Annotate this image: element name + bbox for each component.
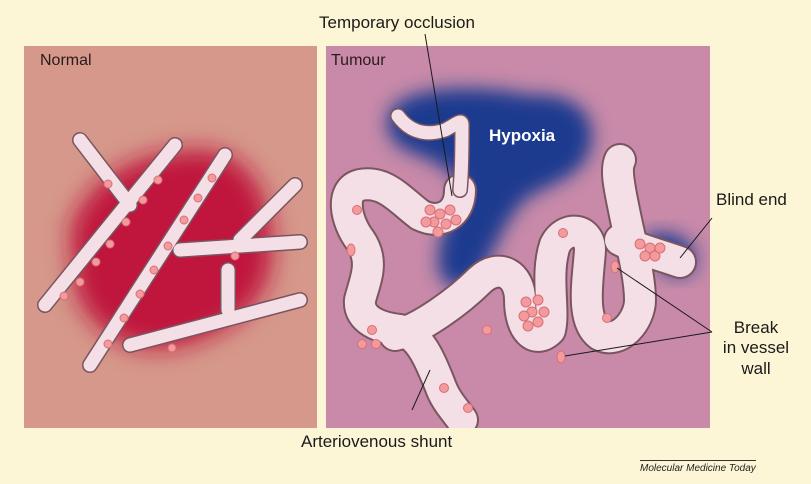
hypoxia-label: Hypoxia [489,126,555,146]
source-credit: Molecular Medicine Today [640,460,756,474]
arteriovenous-shunt-label: Arteriovenous shunt [301,432,452,452]
normal-label: Normal [40,52,92,70]
normal-vessel-network [45,140,300,365]
temporary-occlusion-label: Temporary occlusion [319,13,475,33]
tumour-label: Tumour [331,52,386,70]
break-in-vessel-wall-label: Break in vessel wall [718,318,794,379]
blind-end-label: Blind end [716,190,787,210]
